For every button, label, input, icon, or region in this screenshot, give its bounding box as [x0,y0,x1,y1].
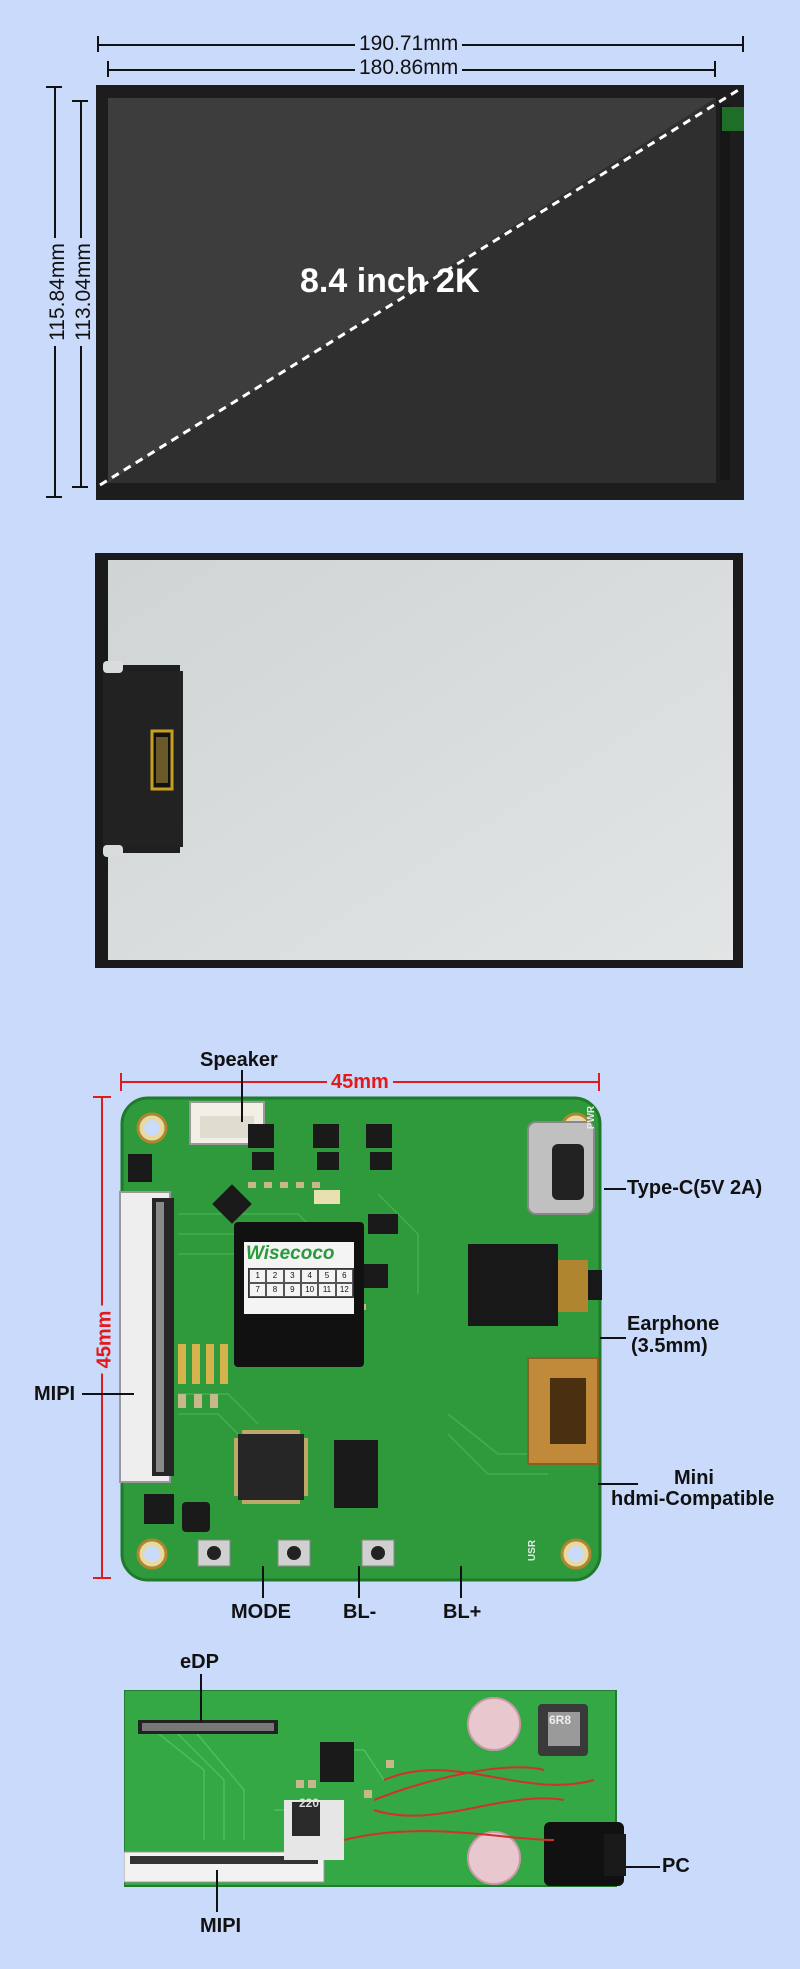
active-height-label: 113.04mm [72,238,95,346]
chip-grid: 1 2 3 4 5 6 7 8 9 10 11 12 [248,1268,354,1298]
capacitor-1 [467,1697,521,1751]
adapter-pcb [124,1690,626,1887]
buttons [197,1539,395,1567]
secondary-chip [238,1434,304,1500]
label-typec: Type-C(5V 2A) [627,1177,763,1199]
label-earphone: Earphone [627,1313,720,1335]
label-mini: Mini [674,1467,714,1489]
earphone-jack [468,1244,558,1326]
label-bl-plus: BL+ [443,1601,482,1623]
capacitor-2 [467,1831,521,1885]
lcd-panel-front [96,85,744,500]
driver-pcb [119,1096,602,1582]
outer-height-label: 115.84mm [46,238,69,346]
lcd-panel-back [95,553,743,968]
label-pc: PC [662,1855,690,1877]
outer-width-label: 190.71mm [355,33,463,55]
label-mode: MODE [231,1601,291,1623]
label-edp: eDP [180,1651,219,1673]
inductor-label-1: 6R8 [549,1713,572,1727]
board-width-label: 45mm [327,1071,393,1094]
label-earphone-size: (3.5mm) [631,1335,708,1357]
board-height-label: 45mm [93,1305,117,1374]
inductor-label-2: 220 [299,1796,320,1810]
panel-size-headline: 8.4 inch 2K [300,262,480,300]
label-bl-minus: BL- [343,1601,377,1623]
chip-brand: Wisecoco [246,1243,335,1264]
silk-pwr: PWR [586,1105,598,1130]
label-adapter-mipi: MIPI [200,1915,242,1937]
active-width-label: 180.86mm [355,57,463,79]
label-speaker: Speaker [200,1049,278,1071]
silk-usr: USR [527,1539,539,1562]
label-mipi: MIPI [34,1383,76,1405]
panel-tab [722,107,744,131]
label-hdmi: hdmi-Compatible [611,1488,775,1510]
